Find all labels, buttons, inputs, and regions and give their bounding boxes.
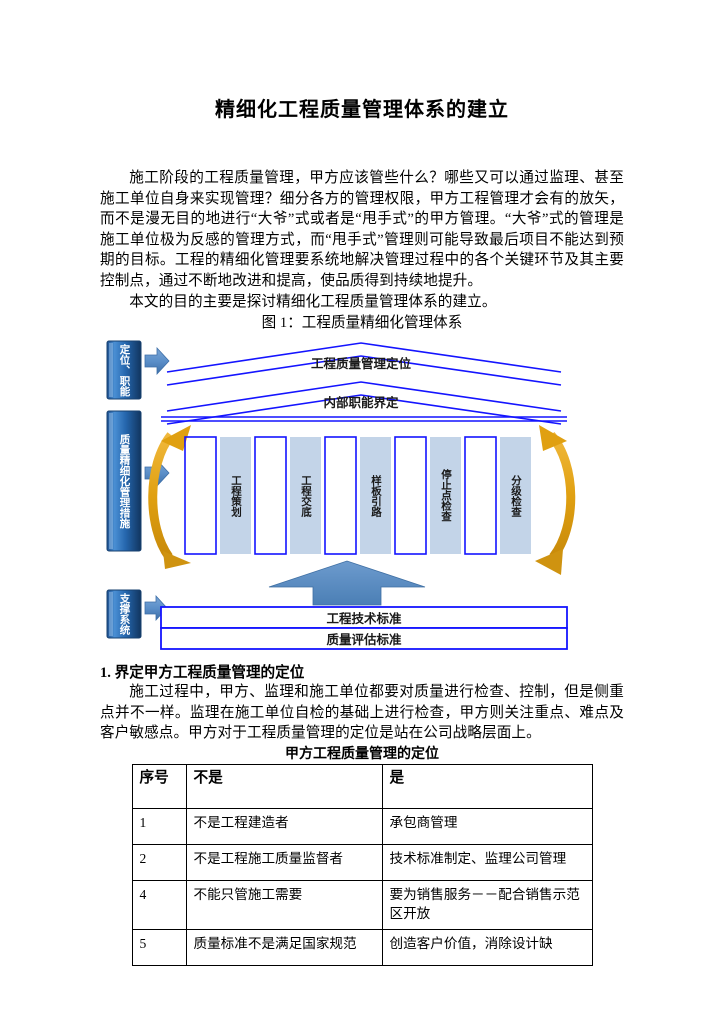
figure-caption: 图 1：工程质量精细化管理体系 (261, 315, 463, 332)
table-title: 甲方工程质量管理的定位 (285, 746, 439, 762)
table-cell-not: 不是工程施工质量监督者 (185, 843, 383, 881)
side-tab-label-1: 定位、职能 (118, 343, 131, 397)
table-cell-is: 承包商管理 (381, 807, 593, 845)
quality-management-system-diagram: 定位、职能 质量精细化管理措施 支撑系统 工程质量管理定位 内部职能界定 工程策… (99, 335, 623, 655)
table-row: 1 不是工程建造者 承包商管理 (131, 807, 593, 845)
column-label-1: 工程策划 (230, 474, 242, 517)
upward-arrow (268, 560, 426, 606)
section-paragraph-1: 施工过程中，甲方、监理和施工单位都要对质量进行检查、控制，但是侧重点并不一样。监… (100, 684, 624, 742)
support-bar-label-1: 工程技术标准 (326, 612, 402, 627)
column-label-2: 工程交底 (300, 474, 312, 517)
table-row: 4 不能只管施工需要 要为销售服务－－配合销售示范区开放 (131, 879, 593, 930)
paragraph-2: 本文的目的主要是探讨精细化工程质量管理体系的建立。 (129, 293, 497, 310)
table-header-not: 不是 (185, 763, 383, 809)
banner-separator (161, 416, 567, 422)
side-tab-2 (106, 410, 142, 552)
table-header-is: 是 (381, 763, 593, 809)
cycle-arrow-left (148, 425, 191, 570)
support-bars (160, 606, 568, 651)
support-bar-label-2: 质量评估标准 (326, 633, 402, 648)
banner-label-2: 内部职能界定 (323, 395, 399, 410)
table-cell-no: 4 (131, 879, 187, 930)
table-cell-not: 不能只管施工需要 (185, 879, 383, 930)
banner-chevron-2 (166, 381, 562, 425)
table-cell-no: 2 (131, 843, 187, 881)
pointer-arrow-1 (144, 347, 170, 376)
intro-paragraphs: 施工阶段的工程质量管理，甲方应该管些什么？哪些又可以通过监理、甚至施工单位自身来… (100, 168, 624, 312)
side-tab-label-2: 质量精细化管理措施 (118, 433, 131, 529)
table-row: 5 质量标准不是满足国家规范 创造客户价值，消除设计缺 (131, 928, 593, 966)
section-heading-1: 1. 界定甲方工程质量管理的定位 (100, 665, 305, 682)
side-tab-label-3: 支撑系统 (118, 593, 131, 636)
page-title: 精细化工程质量管理体系的建立 (215, 99, 509, 121)
banner-label-1: 工程质量管理定位 (310, 356, 411, 371)
table-cell-not: 不是工程建造者 (185, 807, 383, 845)
table-cell-is: 要为销售服务－－配合销售示范区开放 (381, 879, 593, 930)
side-tab-1 (106, 340, 142, 400)
column-label-3: 样板引路 (370, 474, 382, 517)
table-cell-not: 质量标准不是满足国家规范 (185, 928, 383, 966)
column-label-5: 分级检查 (510, 474, 522, 517)
column-group (184, 436, 531, 555)
table-header-no: 序号 (131, 763, 187, 809)
cycle-arrow-right (535, 425, 576, 576)
paragraph-1: 施工阶段的工程质量管理，甲方应该管些什么？哪些又可以通过监理、甚至施工单位自身来… (100, 170, 624, 289)
side-tab-3 (106, 589, 142, 639)
table-cell-is: 技术标准制定、监理公司管理 (381, 843, 593, 881)
banner-chevron-1 (166, 342, 562, 386)
table-cell-is: 创造客户价值，消除设计缺 (381, 928, 593, 966)
table-cell-no: 1 (131, 807, 187, 845)
position-table: 序号 不是 是 1 不是工程建造者 承包商管理 2 不是工程施工质量监督者 技术… (131, 763, 593, 966)
table-cell-no: 5 (131, 928, 187, 966)
table-row: 2 不是工程施工质量监督者 技术标准制定、监理公司管理 (131, 843, 593, 881)
diagram-canvas (106, 340, 576, 651)
table-header-row: 序号 不是 是 (131, 763, 593, 809)
column-label-4: 停止点检查 (440, 469, 452, 522)
